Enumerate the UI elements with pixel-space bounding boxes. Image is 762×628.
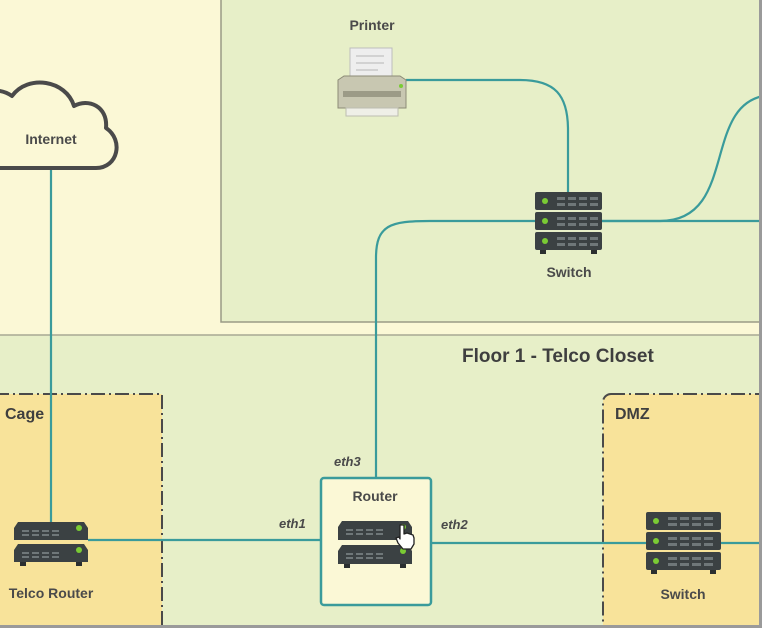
link-router-switch bbox=[374, 219, 535, 478]
switch-icon[interactable] bbox=[535, 192, 602, 254]
telco-router-label: Telco Router bbox=[8, 585, 94, 601]
printer-icon[interactable] bbox=[337, 47, 407, 117]
link-switch-upper bbox=[602, 95, 762, 223]
floor-title: Floor 1 - Telco Closet bbox=[462, 346, 654, 367]
router-label: Router bbox=[352, 488, 398, 504]
internet-label: Internet bbox=[25, 131, 77, 147]
upper-switch-label: Switch bbox=[546, 264, 592, 280]
cage-zone bbox=[0, 393, 163, 628]
cage-label: Cage bbox=[5, 406, 45, 423]
telco-router-icon[interactable] bbox=[14, 522, 88, 566]
dmz-zone bbox=[602, 393, 762, 628]
dmz-switch-icon[interactable] bbox=[646, 512, 721, 574]
dmz-switch-label: Switch bbox=[660, 586, 706, 602]
port-eth1-label: eth1 bbox=[279, 516, 306, 531]
link-printer-switch bbox=[406, 78, 570, 192]
port-eth2-label: eth2 bbox=[441, 517, 468, 532]
dmz-label: DMZ bbox=[615, 406, 650, 423]
port-eth3-label: eth3 bbox=[334, 454, 361, 469]
hand-cursor-icon bbox=[395, 524, 415, 550]
links bbox=[49, 78, 762, 545]
upper-floor-region bbox=[220, 0, 762, 323]
cloud-icon bbox=[0, 80, 119, 170]
printer-label: Printer bbox=[349, 17, 395, 33]
router-selection[interactable] bbox=[319, 476, 433, 607]
